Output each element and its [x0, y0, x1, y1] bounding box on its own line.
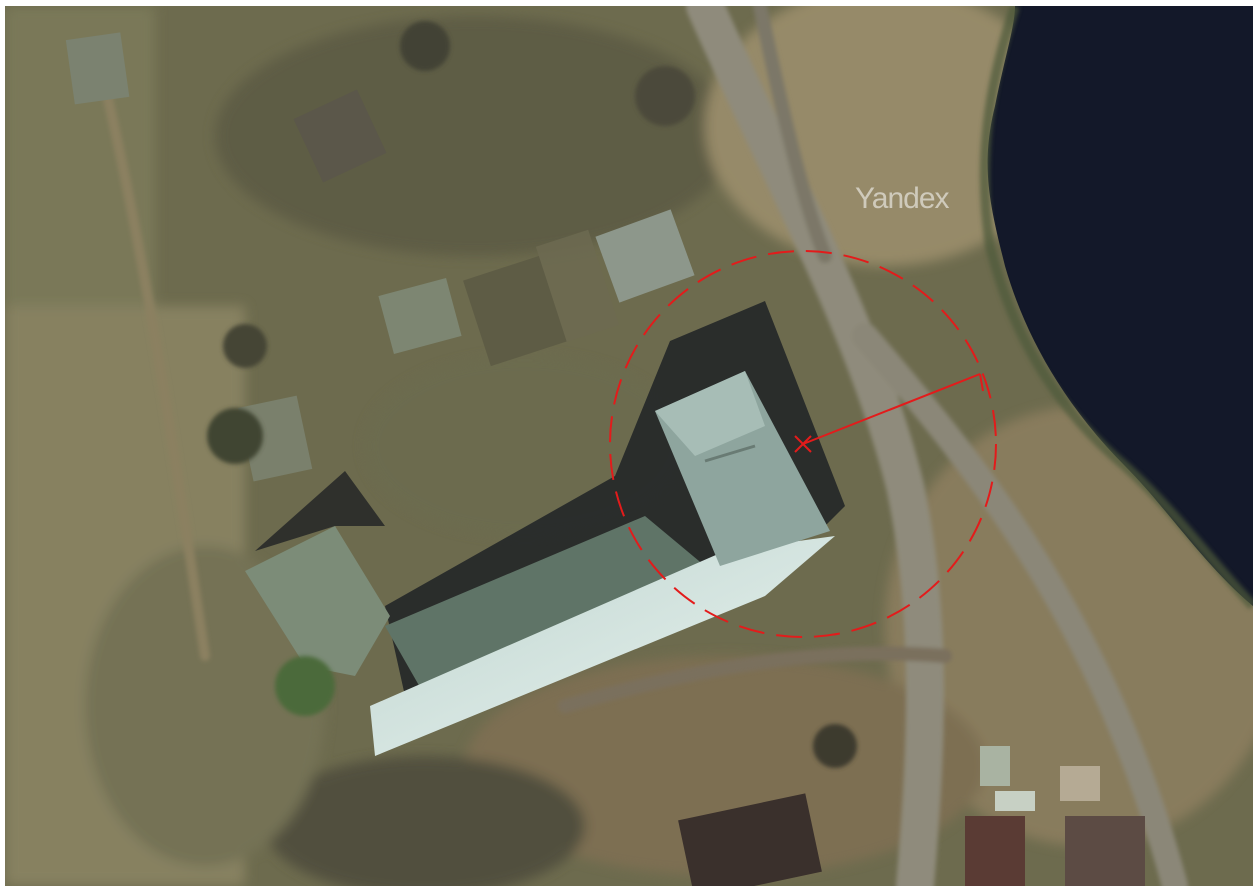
center-marker-icon — [794, 435, 812, 453]
small-houses — [65, 32, 1145, 886]
garden-plots — [463, 229, 620, 367]
dirt-road-main — [686, 6, 944, 886]
map-viewport[interactable]: Yandex — [5, 6, 1253, 886]
building-main-roof-ridge — [655, 371, 765, 456]
dirt-road-east — [852, 323, 1188, 886]
yandex-watermark: Yandex — [855, 182, 950, 215]
field-boundary-west — [100, 81, 210, 661]
house-roof — [678, 793, 822, 886]
building-wing-roof — [385, 516, 705, 696]
vegetation — [207, 21, 857, 768]
large-building — [245, 301, 845, 756]
dirt-track-south — [558, 646, 952, 713]
house-roof — [995, 791, 1035, 811]
pond — [987, 6, 1253, 606]
roads — [100, 6, 1188, 886]
dirt-track-north — [753, 6, 832, 263]
house-roof — [237, 395, 313, 482]
building-wall — [370, 536, 835, 756]
radius-tick — [979, 373, 984, 392]
search-radius-circle — [609, 250, 997, 638]
house-roof — [1060, 766, 1100, 801]
satellite-map[interactable] — [5, 6, 1253, 886]
radius-line — [802, 373, 981, 445]
house-roof — [378, 277, 462, 355]
location-marker[interactable] — [609, 250, 997, 638]
house-roof — [595, 209, 695, 303]
building-west-wing-shadow — [255, 471, 385, 551]
house-roof — [965, 816, 1025, 886]
building-west-wing-roof — [245, 526, 390, 676]
house-roof — [1065, 816, 1145, 886]
house-roof — [65, 32, 130, 105]
house-roof — [980, 746, 1010, 786]
pond-bank — [979, 6, 1253, 610]
house-roof — [293, 89, 387, 183]
